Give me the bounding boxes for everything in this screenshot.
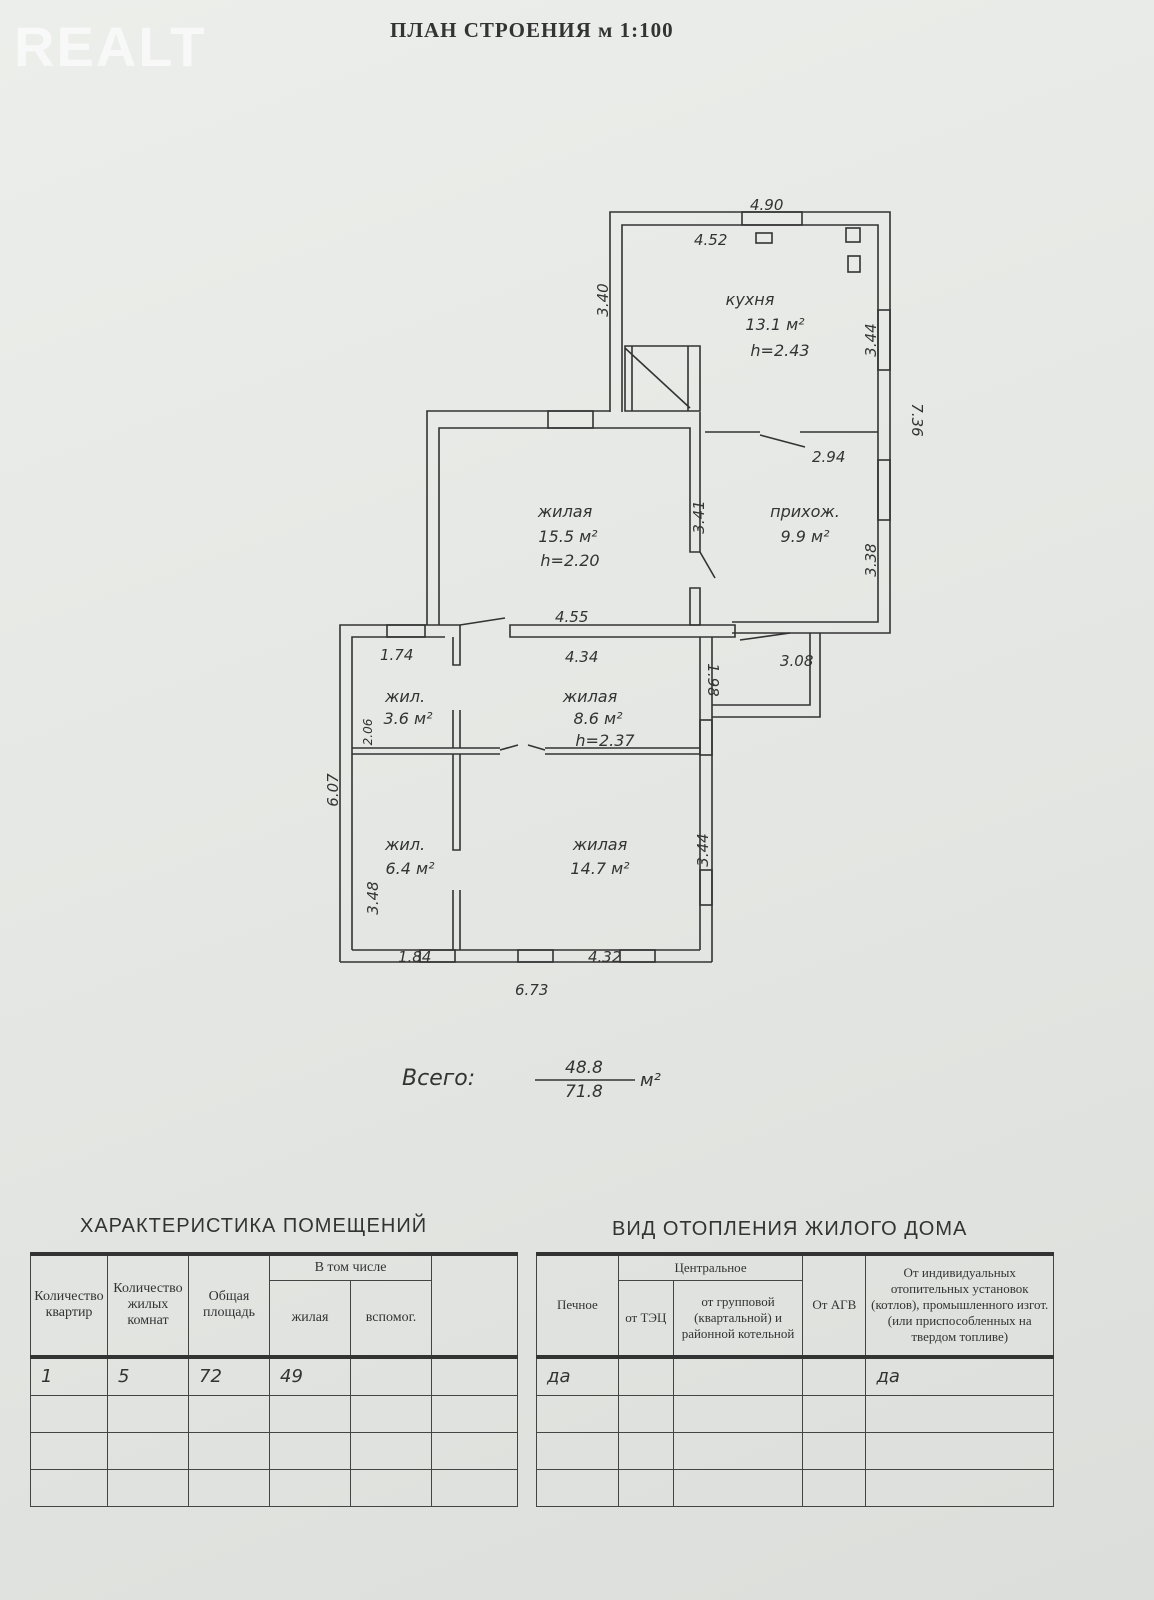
dim-label: 2.06: [361, 718, 375, 745]
dim-label: 1.98: [704, 663, 722, 696]
room-height: h=2.43: [750, 341, 809, 360]
door-swing: [459, 617, 506, 626]
window: [517, 949, 554, 963]
window: [619, 949, 656, 963]
total-area-value: 71.8: [565, 1082, 603, 1102]
dim-label: 3.08: [780, 652, 813, 670]
dim-label: 6.73: [515, 981, 548, 999]
room-labels: кухня 13.1 м² h=2.43 жилая 15.5 м² h=2.2…: [383, 290, 839, 878]
dim-label: 3.44: [862, 323, 880, 356]
walls: [339, 211, 891, 963]
window: [699, 869, 713, 906]
header-cell: [431, 1253, 518, 1357]
dim-label: 3.40: [594, 283, 612, 316]
window: [877, 309, 891, 371]
stove-icon: [755, 232, 773, 244]
dim-label: 2.94: [812, 448, 845, 466]
stairs: [624, 345, 701, 412]
room-name: жилая: [572, 835, 628, 854]
value-cell: 1: [30, 1354, 108, 1396]
room-area: 14.7 м²: [570, 859, 630, 878]
window: [419, 949, 456, 963]
room-name: жилая: [562, 687, 618, 706]
header-cell: Центральное: [617, 1253, 804, 1281]
dimensions: 4.90 4.52 3.40 3.44 7.36 2.94 3.41 3.38 …: [324, 196, 926, 999]
dim-label: 4.55: [555, 608, 588, 626]
value-cell: да: [865, 1354, 1054, 1396]
room-height: h=2.20: [540, 551, 599, 570]
dim-label: 3.44: [694, 833, 712, 866]
dim-label: 4.52: [694, 231, 727, 249]
realt-watermark-logo: REALT: [14, 15, 207, 78]
room-name: кухня: [726, 290, 775, 309]
room-name: жил.: [384, 835, 425, 854]
dim-label: 7.36: [908, 403, 926, 436]
dim-label: 3.48: [364, 881, 382, 914]
value-cell: 49: [269, 1354, 351, 1396]
header-cell: Общая площадь: [188, 1253, 270, 1357]
room-area: 6.4 м²: [385, 859, 435, 878]
window: [741, 211, 803, 226]
room-area: 13.1 м²: [745, 315, 805, 334]
kitchen-walls: [609, 211, 891, 634]
dim-label: 4.32: [588, 948, 621, 966]
value-cell: [350, 1354, 432, 1396]
rooms-table-title: ХАРАКТЕРИСТИКА ПОМЕЩЕНИЙ: [80, 1215, 428, 1237]
dim-label: 4.34: [565, 648, 598, 666]
room-name: прихож.: [770, 502, 840, 521]
room-area: 15.5 м²: [538, 527, 598, 546]
dim-label: 6.07: [324, 773, 342, 807]
door-swing: [689, 551, 716, 626]
window: [877, 459, 891, 521]
hall-partition: [705, 431, 878, 448]
heating-table: Печное Центральное От АГВ От индивидуаль…: [536, 1252, 1054, 1507]
room-area: 3.6 м²: [383, 709, 433, 728]
header-cell: Количество жилых комнат: [107, 1253, 189, 1357]
inner-partitions: [352, 637, 700, 950]
header-cell: от групповой (квартальной) и районной ко…: [672, 1280, 804, 1357]
header-cell: От индивидуальных отопительных установок…: [865, 1253, 1054, 1357]
header-cell: От АГВ: [802, 1253, 867, 1357]
window: [699, 719, 713, 756]
window: [547, 410, 594, 429]
total-living-area: 48.8: [565, 1058, 603, 1078]
room-area: 8.6 м²: [573, 709, 623, 728]
dim-label: 3.38: [862, 543, 880, 576]
room-area: 9.9 м²: [780, 527, 830, 546]
total-area: Всего: 48.8 71.8 м²: [402, 1058, 661, 1102]
room-name: жилая: [537, 502, 593, 521]
heating-table-title: ВИД ОТОПЛЕНИЯ ЖИЛОГО ДОМА: [612, 1218, 968, 1240]
sink-icon: [845, 227, 861, 243]
room-height: h=2.37: [575, 731, 635, 750]
value-cell: 5: [107, 1354, 189, 1396]
plan-title: ПЛАН СТРОЕНИЯ м 1:100: [390, 18, 674, 42]
room-name: жил.: [384, 687, 425, 706]
dim-label: 1.74: [380, 646, 413, 664]
total-unit: м²: [640, 1070, 661, 1091]
dim-label: 1.84: [398, 948, 431, 966]
window: [386, 624, 426, 638]
header-cell: жилая: [269, 1280, 351, 1357]
total-label: Всего:: [402, 1066, 475, 1091]
header-cell: В том числе: [269, 1253, 432, 1281]
vestibule: [712, 632, 821, 718]
rooms-table: Количество квартир Количество жилых комн…: [30, 1252, 518, 1507]
header-cell: от ТЭЦ: [617, 1280, 674, 1357]
lower-block-walls: [339, 624, 736, 963]
header-cell: Количество квартир: [30, 1253, 108, 1357]
value-cell: [431, 1354, 518, 1396]
dim-label: 4.90: [750, 196, 783, 214]
dim-label: 3.41: [690, 500, 708, 533]
header-cell: Печное: [536, 1253, 619, 1357]
value-cell: да: [536, 1354, 619, 1396]
header-cell: вспомог.: [350, 1280, 432, 1357]
value-cell: 72: [188, 1354, 270, 1396]
heater-icon: [847, 255, 861, 273]
